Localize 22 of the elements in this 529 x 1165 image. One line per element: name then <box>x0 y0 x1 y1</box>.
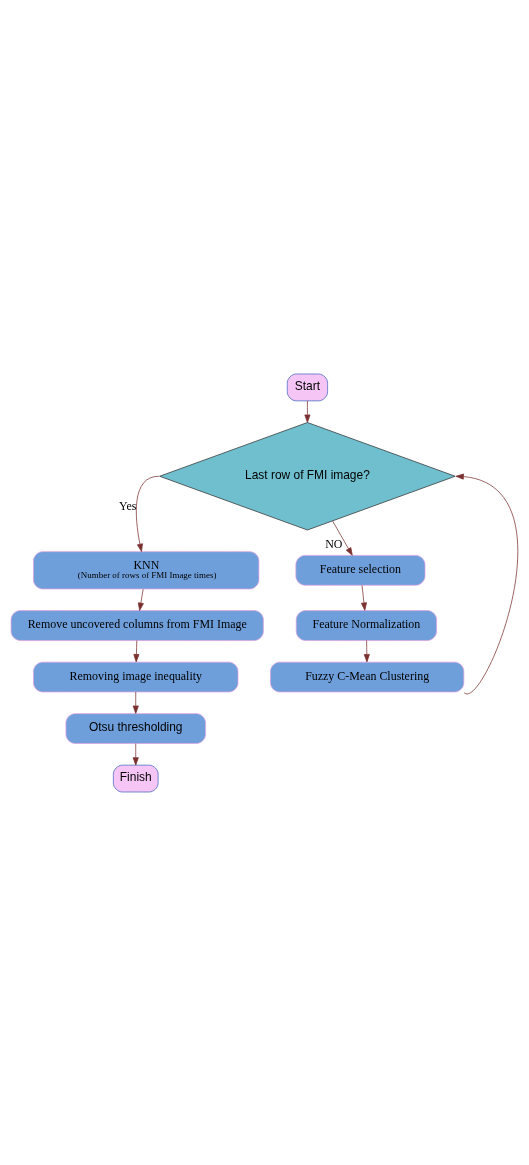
arrow <box>132 742 139 765</box>
arrow <box>133 639 140 662</box>
edge-label: NO <box>325 536 343 551</box>
node-box: Feature selection <box>295 554 426 586</box>
arrow <box>361 584 367 611</box>
arrow <box>137 588 144 611</box>
arrow <box>132 691 139 714</box>
arrow <box>135 475 160 552</box>
arrow <box>455 473 518 693</box>
node-box: Removing image inequality <box>33 661 239 692</box>
node-box: Feature Normalization <box>295 609 437 641</box>
node-box: Remove uncovered columns from FMI Image <box>10 609 264 641</box>
arrow <box>363 639 370 662</box>
node-box: Otsu thresholding <box>65 712 206 744</box>
node-box: Finish <box>112 764 159 792</box>
node-box: Fuzzy C-Mean Clustering <box>270 661 465 692</box>
node-diamond: Last row of FMI image? <box>159 421 456 530</box>
node-box: Start <box>286 373 328 401</box>
arrow <box>332 520 353 556</box>
node-box: KNN (Number of rows of FMI Image times) <box>33 550 260 589</box>
edge-label: Yes <box>119 498 137 513</box>
arrow <box>304 400 311 423</box>
